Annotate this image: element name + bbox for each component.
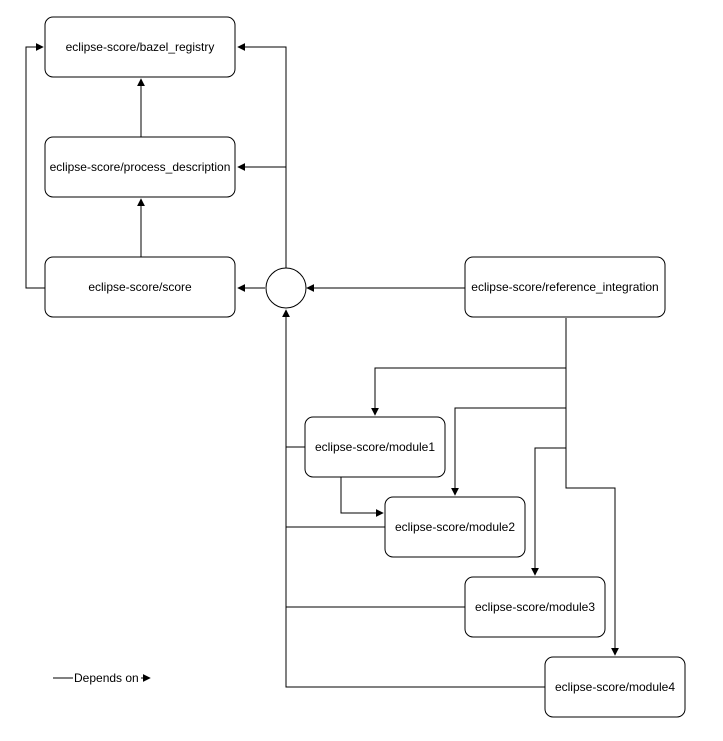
node-reference-integration[interactable]: eclipse-score/reference_integration [464,256,666,318]
node-module1-label: eclipse-score/module1 [315,440,435,454]
edge-junction-to-bazel-registry [237,43,287,167]
node-module2-label: eclipse-score/module2 [395,520,515,534]
edge-reference-integration-to-module2 [451,368,567,496]
node-module2[interactable]: eclipse-score/module2 [384,496,526,558]
junction-node [265,267,307,309]
node-process-description-label: eclipse-score/process_description [50,160,231,174]
edge-module1-to-module2 [340,477,384,517]
legend: Depends on [53,671,151,685]
legend-label: Depends on [74,671,139,685]
node-bazel-registry[interactable]: eclipse-score/bazel_registry [44,16,236,78]
node-module1[interactable]: eclipse-score/module1 [304,416,446,478]
edge-reference-integration-to-module3 [531,408,567,576]
legend-label-bg [73,671,141,685]
edge-junction-to-process-description [237,163,287,268]
edge-score-to-bazel-registry [25,43,45,289]
edges [25,43,619,688]
node-score-label: eclipse-score/score [88,280,192,294]
node-module3[interactable]: eclipse-score/module3 [464,576,606,638]
edge-reference-integration-to-module4 [565,448,619,656]
node-module4-label: eclipse-score/module4 [555,680,675,694]
node-module3-label: eclipse-score/module3 [475,600,595,614]
edge-module4-to-junction [282,309,545,688]
node-score[interactable]: eclipse-score/score [44,256,236,318]
node-reference-integration-label: eclipse-score/reference_integration [471,280,658,294]
node-module4[interactable]: eclipse-score/module4 [544,656,686,718]
edge-reference-integration-to-module1 [371,318,567,416]
node-bazel-registry-label: eclipse-score/bazel_registry [66,40,215,54]
node-process-description[interactable]: eclipse-score/process_description [44,136,236,198]
